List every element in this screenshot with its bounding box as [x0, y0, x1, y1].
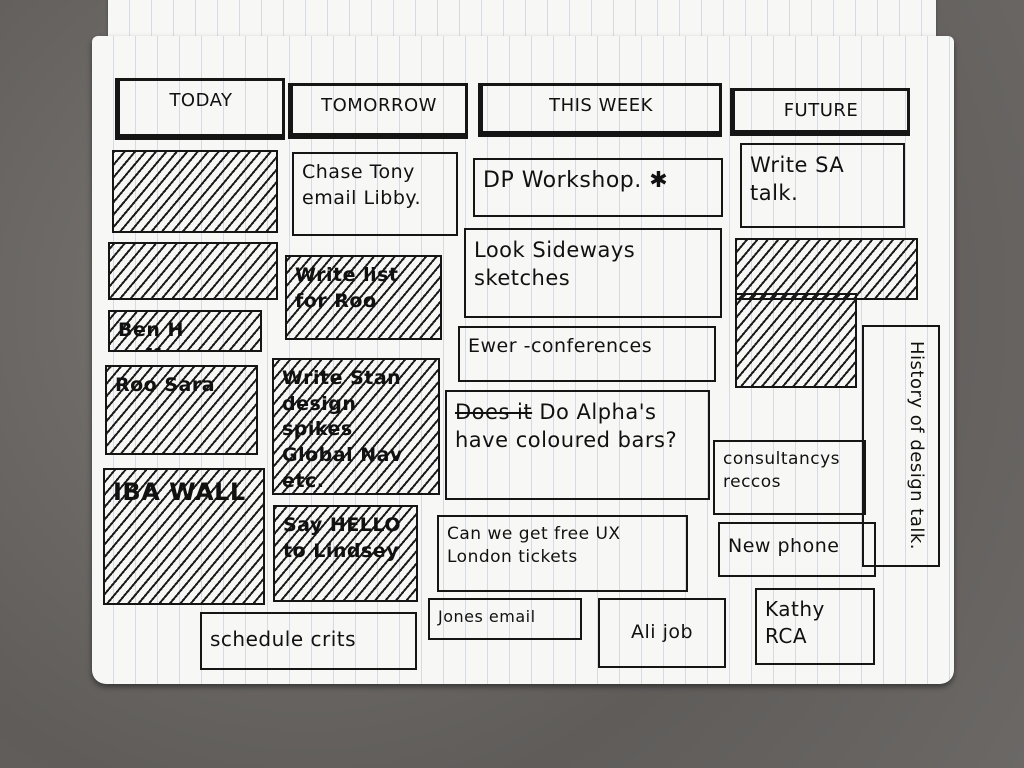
card-done-1: [112, 150, 278, 233]
card-text: Roo Sara: [115, 374, 216, 396]
card-ewer-conferences: Ewer -conferences: [458, 326, 716, 382]
card-done-future-2: [735, 293, 857, 388]
card-text: IBA WALL: [113, 478, 246, 506]
card-write-sa-talk: Write SA talk.: [740, 143, 905, 228]
card-alpha-bars: Does it Do Alpha's have coloured bars?: [445, 390, 710, 500]
card-done-2: [108, 242, 278, 300]
card-kathy-rca: Kathy RCA: [755, 588, 875, 665]
card-text: Say HELLO to Lindsey: [283, 514, 401, 562]
struck-text: Does it: [455, 400, 533, 424]
card-consultancys-reccos: consultancys reccos: [713, 440, 866, 515]
card-roo-sara: Roo Sara: [105, 365, 258, 455]
card-ux-london: Can we get free UX London tickets: [437, 515, 688, 592]
card-text: Ben H coffee: [118, 319, 187, 350]
card-ali-job: Ali job: [598, 598, 726, 668]
column-header-today: TODAY: [115, 78, 285, 140]
card-dp-workshop: DP Workshop. ✱: [473, 158, 723, 217]
card-write-list: Write list for Roo: [285, 255, 442, 340]
card-text: Write list for Roo: [295, 264, 399, 312]
notebook-previous-page: [108, 0, 936, 42]
card-write-stan: Write Stan design spikes Global Nav etc.: [272, 358, 440, 495]
card-jones-email: Jones email: [428, 598, 582, 640]
card-text: Do Alpha's have coloured bars?: [455, 400, 678, 453]
card-history-design-talk: History of design talk.: [862, 325, 940, 567]
card-chase-tony: Chase Tony email Libby.: [292, 152, 458, 236]
card-new-phone: New phone: [718, 522, 876, 577]
card-ben-coffee: Ben H coffee: [108, 310, 262, 352]
column-header-this-week: THIS WEEK: [478, 83, 722, 137]
column-header-tomorrow: TOMORROW: [288, 83, 468, 139]
card-done-future-1: [735, 238, 918, 300]
column-header-future: FUTURE: [730, 88, 910, 136]
card-say-hello: Say HELLO to Lindsey: [273, 505, 418, 602]
card-look-sideways: Look Sideways sketches: [464, 228, 722, 318]
card-text: Write Stan design spikes Global Nav etc.: [282, 367, 403, 492]
card-iba-wall: IBA WALL: [103, 468, 265, 605]
card-schedule-crits: schedule crits: [200, 612, 417, 670]
